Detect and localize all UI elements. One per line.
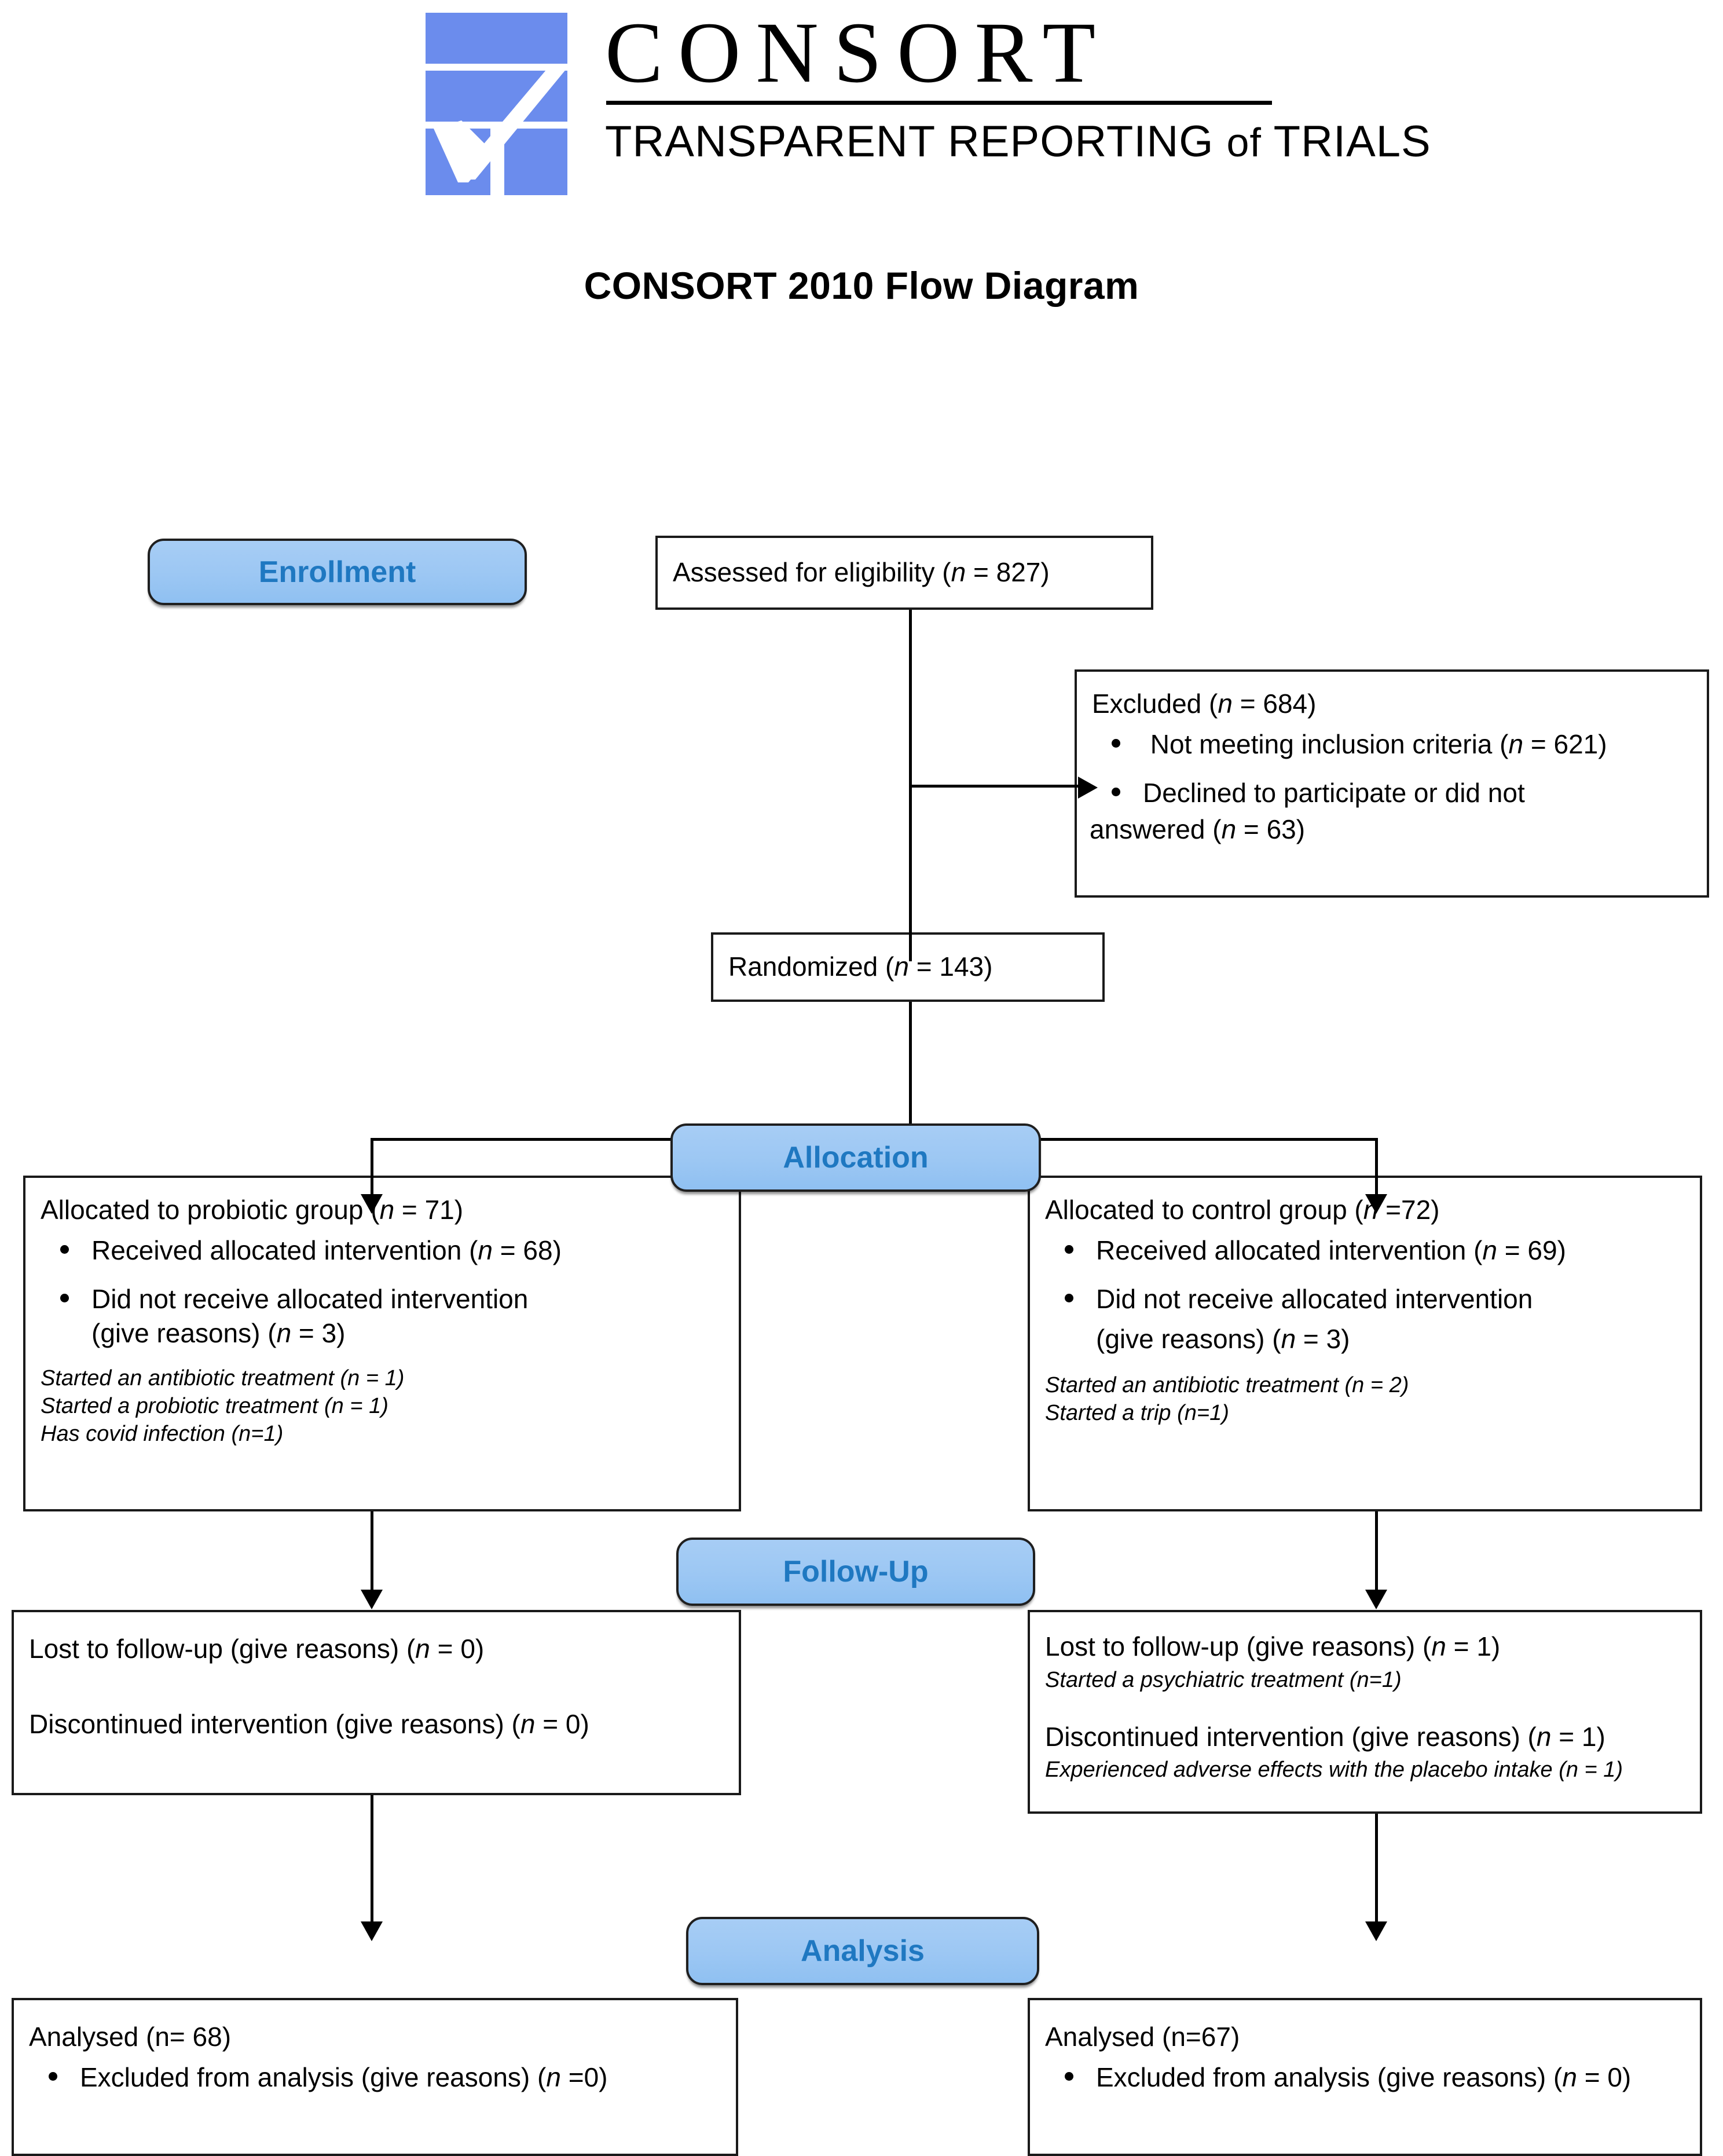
bullet-dot-icon: [60, 1293, 69, 1302]
stage-label-allocation: Allocation: [783, 1141, 929, 1174]
consort-tagline: TRANSPARENT REPORTING of TRIALS: [605, 116, 1431, 167]
allocation-right-continuation: (give reasons) (n = 3): [1096, 1324, 1350, 1355]
tagline-main: TRANSPARENT REPORTING: [605, 117, 1214, 166]
reason-line: Started a psychiatric treatment (n=1): [1045, 1667, 1402, 1692]
connector-alloc-left-to-followup: [371, 1511, 373, 1598]
box-randomized: Randomized (n = 143): [711, 932, 1105, 1002]
arrowhead-allocation-left: [361, 1194, 383, 1214]
bullet-dot-icon: [1112, 787, 1120, 796]
arrowhead-allocation-right: [1365, 1194, 1387, 1214]
allocation-left-list: Received allocated intervention (n = 68)…: [41, 1233, 724, 1351]
stage-label-analysis: Analysis: [801, 1934, 925, 1968]
stage-banner-followup: Follow-Up: [676, 1538, 1035, 1606]
page-title: CONSORT 2010 Flow Diagram: [584, 264, 1139, 307]
stage-label-enrollment: Enrollment: [258, 555, 416, 589]
allocation-left-title: Allocated to probiotic group (n = 71): [41, 1195, 464, 1225]
box-assessed-for-eligibility: Assessed for eligibility (n = 827): [655, 536, 1153, 610]
bullet-dot-icon: [1112, 738, 1120, 748]
connector-followup-right-to-analysis: [1375, 1814, 1378, 1930]
stage-banner-analysis: Analysis: [686, 1917, 1039, 1985]
arrowhead-followup-right: [1365, 1590, 1387, 1609]
allocation-right-reasons: Started an antibiotic treatment (n = 2) …: [1045, 1372, 1685, 1427]
tagline-of: of: [1226, 120, 1262, 165]
assessed-text: Assessed for eligibility (n = 827): [673, 557, 1050, 587]
allocation-right-list: Received allocated intervention (n = 69)…: [1045, 1233, 1685, 1317]
connector-split-left: [371, 1138, 373, 1205]
box-analysis-control: Analysed (n=67) Excluded from analysis (…: [1028, 1998, 1702, 2156]
arrowhead-analysis-left: [361, 1921, 383, 1941]
list-item: Received allocated intervention (n = 68): [60, 1233, 724, 1268]
reason-line: Started an antibiotic treatment (n = 1): [41, 1366, 405, 1391]
analysis-right-title: Analysed (n=67): [1045, 2022, 1240, 2052]
followup-left-discontinued: Discontinued intervention (give reasons)…: [29, 1708, 589, 1739]
logo-divider-rule: [606, 101, 1272, 105]
list-item: Excluded from analysis (give reasons) (n…: [1065, 2060, 1685, 2095]
list-item: Received allocated intervention (n = 69): [1065, 1233, 1685, 1268]
consort-logo-text: CONSORT TRANSPARENT REPORTING of TRIALS: [605, 5, 1431, 167]
consort-wordmark: CONSORT: [605, 5, 1111, 101]
bullet-dot-icon: [1065, 1293, 1073, 1302]
reason-line: Started an antibiotic treatment (n = 2): [1045, 1373, 1409, 1398]
stage-label-followup: Follow-Up: [783, 1555, 929, 1588]
analysis-right-list: Excluded from analysis (give reasons) (n…: [1045, 2060, 1685, 2095]
arrowhead-to-excluded: [1078, 777, 1098, 799]
list-item: Did not receive allocated intervention(g…: [60, 1282, 724, 1352]
arrowhead-analysis-right: [1365, 1921, 1387, 1941]
connector-to-excluded: [909, 785, 1083, 788]
list-item: Did not receive allocated intervention: [1065, 1282, 1685, 1317]
arrowhead-followup-left: [361, 1590, 383, 1609]
box-followup-control: Lost to follow-up (give reasons) (n = 1)…: [1028, 1610, 1702, 1814]
excluded-reason-list: Not meeting inclusion criteria (n = 621)…: [1092, 727, 1692, 811]
consort-logo: CONSORT TRANSPARENT REPORTING of TRIALS: [426, 9, 1431, 198]
box-excluded: Excluded (n = 684) Not meeting inclusion…: [1075, 669, 1709, 898]
spacer: [29, 1667, 724, 1707]
stage-banner-allocation: Allocation: [670, 1123, 1041, 1192]
list-item: Declined to participate or did not: [1112, 776, 1692, 811]
bullet-dot-icon: [1065, 1244, 1073, 1254]
box-followup-probiotic: Lost to follow-up (give reasons) (n = 0)…: [12, 1610, 741, 1795]
analysis-left-list: Excluded from analysis (give reasons) (n…: [29, 2060, 721, 2095]
stage-banner-enrollment: Enrollment: [148, 539, 527, 605]
reason-line: Experienced adverse effects with the pla…: [1045, 1758, 1623, 1782]
tagline-tail: TRIALS: [1273, 117, 1431, 166]
excluded-reason-continuation: answered (n = 63): [1090, 814, 1306, 845]
bullet-dot-icon: [1065, 2071, 1073, 2081]
followup-left-lost: Lost to follow-up (give reasons) (n = 0): [29, 1634, 485, 1664]
bullet-dot-icon: [60, 1244, 69, 1254]
followup-right-discontinued: Discontinued intervention (give reasons)…: [1045, 1721, 1605, 1752]
allocation-left-reasons: Started an antibiotic treatment (n = 1) …: [41, 1365, 724, 1448]
spacer: [1045, 1694, 1685, 1720]
reason-line: Started a trip (n=1): [1045, 1401, 1229, 1426]
reason-line: Has covid infection (n=1): [41, 1421, 284, 1446]
list-item: Not meeting inclusion criteria (n = 621): [1112, 727, 1692, 762]
randomized-text: Randomized (n = 143): [728, 951, 993, 982]
connector-alloc-right-to-followup: [1375, 1511, 1378, 1598]
connector-followup-left-to-analysis: [371, 1795, 373, 1928]
followup-right-lost: Lost to follow-up (give reasons) (n = 1): [1045, 1631, 1501, 1661]
box-allocation-probiotic: Allocated to probiotic group (n = 71) Re…: [23, 1176, 741, 1511]
connector-randomized-down: [909, 1002, 912, 1141]
bullet-dot-icon: [49, 2071, 57, 2081]
analysis-left-title: Analysed (n= 68): [29, 2022, 232, 2052]
reason-line: Started a probiotic treatment (n = 1): [41, 1394, 388, 1419]
excluded-title: Excluded (n = 684): [1092, 689, 1317, 719]
box-analysis-probiotic: Analysed (n= 68) Excluded from analysis …: [12, 1998, 738, 2156]
connector-split-right: [1375, 1138, 1378, 1205]
box-allocation-control: Allocated to control group (n =72) Recei…: [1028, 1176, 1702, 1511]
list-item: Excluded from analysis (give reasons) (n…: [49, 2060, 721, 2095]
consort-logo-mark: [426, 13, 567, 195]
